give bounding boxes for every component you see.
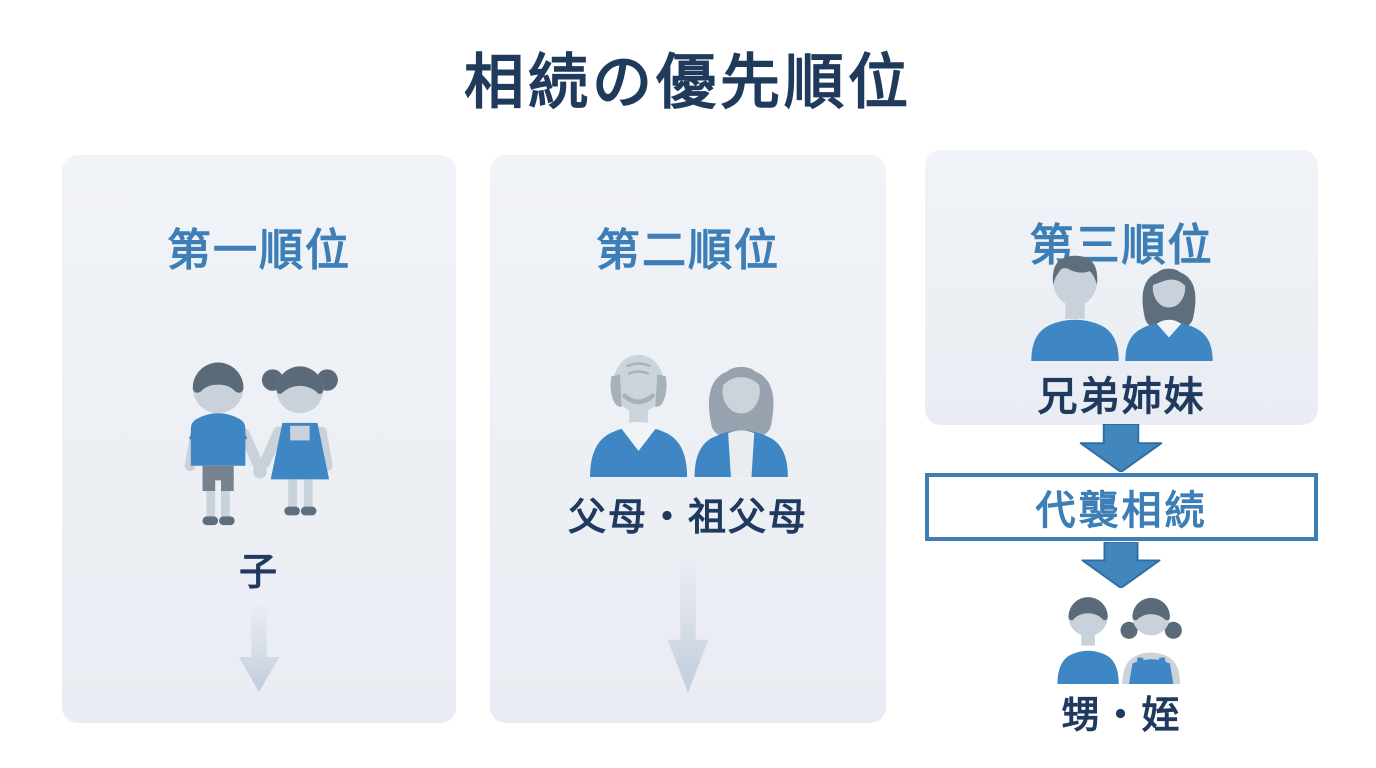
adult-siblings-icon [1024, 246, 1219, 361]
children-holding-hands-icon [162, 345, 357, 530]
third-priority-heirs-label: 兄弟姉妹 [1037, 375, 1206, 419]
second-priority-heirs-label: 父母・祖父母 [567, 497, 808, 539]
substitute-heirs-label: 甥・姪 [1061, 695, 1182, 737]
panel-first-heading: 第一順位 [167, 225, 351, 275]
nephew-niece-icon [1049, 586, 1192, 684]
substitute-inheritance-label: 代襲相続 [1035, 489, 1208, 533]
first-priority-heirs-label: 子 [238, 552, 279, 594]
blue-down-arrow-icon [1074, 424, 1168, 472]
faded-down-arrow-icon [659, 553, 717, 693]
panel-second-priority: 第二順位 父母・祖父母 [490, 155, 886, 723]
faded-down-arrow-icon [230, 600, 288, 692]
substitute-inheritance-box: 代襲相続 [925, 473, 1318, 541]
page-title: 相続の優先順位 [464, 49, 912, 116]
panel-third-priority: 第三順位 兄弟姉妹 [925, 150, 1318, 425]
panel-first-priority: 第一順位 [62, 155, 456, 723]
blue-down-arrow-icon [1076, 542, 1166, 588]
panel-second-heading: 第二順位 [596, 225, 780, 275]
elderly-parents-icon [581, 337, 796, 477]
